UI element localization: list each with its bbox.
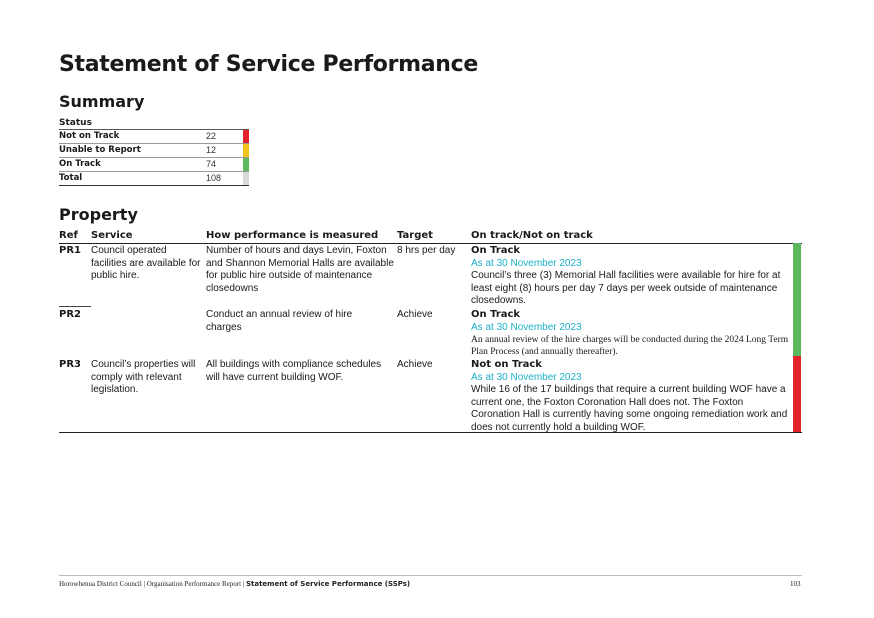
as-at-date: As at 30 November 2023 <box>471 371 582 383</box>
summary-label: Unable to Report <box>59 143 206 158</box>
status-color-bar <box>793 307 801 356</box>
status-color-swatch <box>243 157 249 172</box>
as-at-date: As at 30 November 2023 <box>471 321 582 333</box>
status-comment: Council’s three (3) Memorial Hall facili… <box>471 270 781 306</box>
summary-label: Total <box>59 171 206 186</box>
row-status-cell: On Track As at 30 November 2023 An annua… <box>471 309 791 358</box>
summary-heading: Summary <box>59 92 145 111</box>
status-color-swatch <box>243 143 249 158</box>
status-text: On Track <box>471 309 521 320</box>
column-header-status: On track/Not on track <box>471 230 593 241</box>
row-divider <box>59 306 91 307</box>
status-comment: An annual review of the hire charges wil… <box>471 335 789 357</box>
status-color-swatch <box>243 129 249 144</box>
status-color-swatch <box>243 171 249 186</box>
summary-row-unable-to-report: Unable to Report 12 <box>59 143 249 158</box>
summary-count: 12 <box>206 143 243 158</box>
property-heading: Property <box>59 205 138 224</box>
summary-row-on-track: On Track 74 <box>59 157 249 172</box>
status-comment: While 16 of the 17 buildings that requir… <box>471 384 788 433</box>
row-ref: PR3 <box>59 359 81 370</box>
status-label: Status <box>59 118 92 128</box>
row-service: Council’s properties will comply with re… <box>91 359 196 395</box>
summary-table: Not on Track 22 Unable to Report 12 On T… <box>59 129 249 186</box>
footer-prefix: Horowhenua District Council | Organisati… <box>59 580 246 588</box>
summary-label: Not on Track <box>59 129 206 144</box>
row-measure: Number of hours and days Levin, Foxton a… <box>206 245 394 294</box>
footer-divider <box>59 575 802 576</box>
page-footer: Horowhenua District Council | Organisati… <box>59 580 410 588</box>
property-table-header: Ref Service How performance is measured … <box>59 230 802 244</box>
row-target: Achieve <box>397 309 433 320</box>
summary-count: 108 <box>206 171 243 186</box>
row-status-cell: On Track As at 30 November 2023 Council’… <box>471 245 791 308</box>
column-header-measure: How performance is measured <box>206 230 379 241</box>
status-text: On Track <box>471 245 521 256</box>
row-ref: PR1 <box>59 245 81 256</box>
status-color-bar <box>793 243 801 307</box>
column-header-target: Target <box>397 230 433 241</box>
summary-row-not-on-track: Not on Track 22 <box>59 129 249 144</box>
column-header-service: Service <box>91 230 133 241</box>
table-bottom-border <box>59 432 802 433</box>
row-measure: Conduct an annual review of hire charges <box>206 309 353 333</box>
page-number: 103 <box>790 580 801 588</box>
footer-section: Statement of Service Performance (SSPs) <box>245 580 411 588</box>
row-service: Council operated facilities are availabl… <box>91 245 201 281</box>
status-color-bar <box>793 356 801 432</box>
summary-count: 22 <box>206 129 243 144</box>
as-at-date: As at 30 November 2023 <box>471 257 582 269</box>
summary-count: 74 <box>206 157 243 172</box>
summary-label: On Track <box>59 157 206 172</box>
row-measure: All buildings with compliance schedules … <box>206 359 382 383</box>
summary-row-total: Total 108 <box>59 171 249 186</box>
row-status-cell: Not on Track As at 30 November 2023 Whil… <box>471 359 793 434</box>
status-text: Not on Track <box>471 359 542 370</box>
row-ref: PR2 <box>59 309 81 320</box>
column-header-ref: Ref <box>59 230 78 241</box>
row-target: Achieve <box>397 359 433 370</box>
page-title: Statement of Service Performance <box>59 52 479 77</box>
row-target: 8 hrs per day <box>397 245 456 256</box>
